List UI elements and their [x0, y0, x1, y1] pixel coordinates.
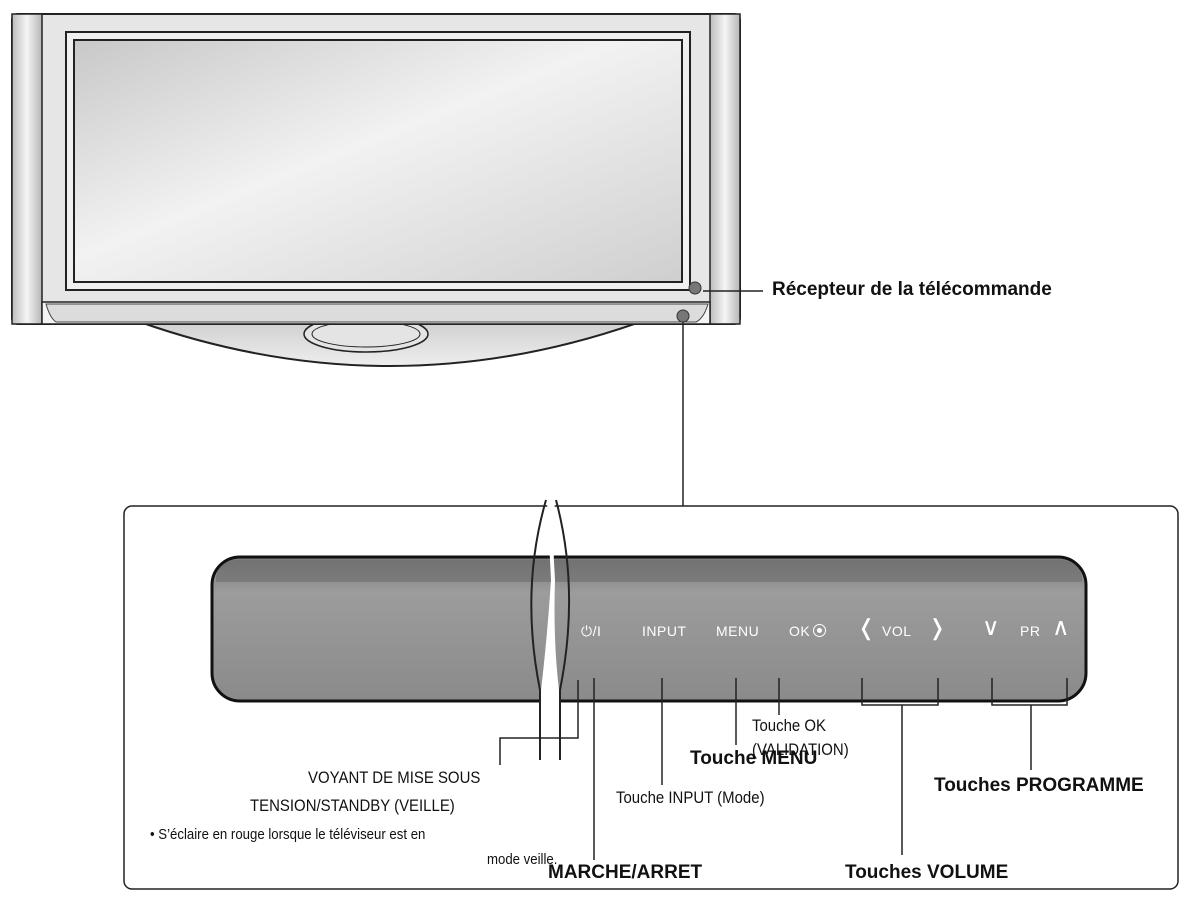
remote-receiver-dot: [688, 281, 702, 295]
programme-buttons-label: Touches PROGRAMME: [934, 775, 1144, 796]
remote-receiver-label: Récepteur de la télécommande: [772, 279, 1052, 300]
leader-lines: [499, 678, 1068, 860]
pr-down-icon[interactable]: ∨: [982, 614, 1001, 641]
power-symbol[interactable]: ⏻/I: [581, 623, 602, 639]
control-panel: [210, 499, 1088, 760]
power-indicator-note-1: • S’éclaire en rouge lorsque le télévise…: [150, 826, 426, 843]
pr-label: PR: [1020, 623, 1041, 639]
tv-body: [11, 13, 741, 325]
power-indicator-title-2: TENSION/STANDBY (VEILLE): [250, 796, 455, 815]
power-button-label: MARCHE/ARRET: [548, 862, 703, 883]
ok-label[interactable]: OK: [789, 623, 811, 639]
vol-right-icon[interactable]: ❭: [928, 615, 947, 640]
power-indicator-title-1: VOYANT DE MISE SOUS: [308, 768, 481, 787]
vol-label: VOL: [882, 623, 912, 639]
vol-left-icon[interactable]: ❬: [857, 615, 876, 640]
power-indicator-note-2: mode veille.: [487, 851, 558, 868]
input-label[interactable]: INPUT: [642, 623, 687, 639]
control-panel-dot: [676, 309, 690, 323]
ok-circle-icon: [813, 624, 826, 637]
menu-button-label: Touche MENU: [690, 748, 818, 769]
volume-buttons-label: Touches VOLUME: [845, 862, 1009, 883]
ok-button-label-2: (VALIDATION): [752, 740, 849, 759]
pr-up-icon[interactable]: ∧: [1052, 614, 1071, 641]
input-button-label: Touche INPUT (Mode): [616, 788, 765, 807]
ok-button-label-1: Touche OK: [752, 716, 827, 735]
menu-label[interactable]: MENU: [716, 623, 760, 639]
